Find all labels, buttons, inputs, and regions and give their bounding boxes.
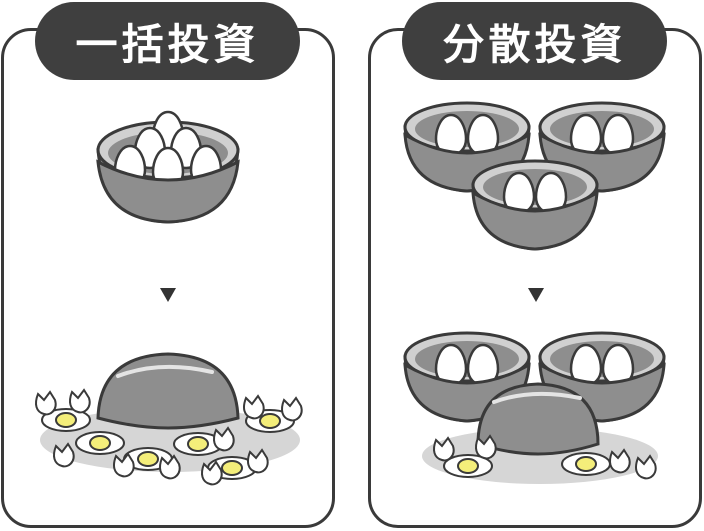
diversified-title: 分散投資 xyxy=(402,2,667,80)
three-bowls-of-eggs xyxy=(403,101,666,251)
broken-egg-icon xyxy=(243,395,303,433)
down-arrow-icon xyxy=(528,288,544,302)
single-bowl-full-of-eggs xyxy=(96,110,240,224)
overturned-bowl-broken-eggs xyxy=(35,352,303,486)
lump-sum-title: 一括投資 xyxy=(35,2,300,80)
down-arrow-icon xyxy=(160,288,176,302)
two-bowls-safe-one-overturned xyxy=(403,331,666,484)
broken-egg-icon xyxy=(35,389,91,432)
